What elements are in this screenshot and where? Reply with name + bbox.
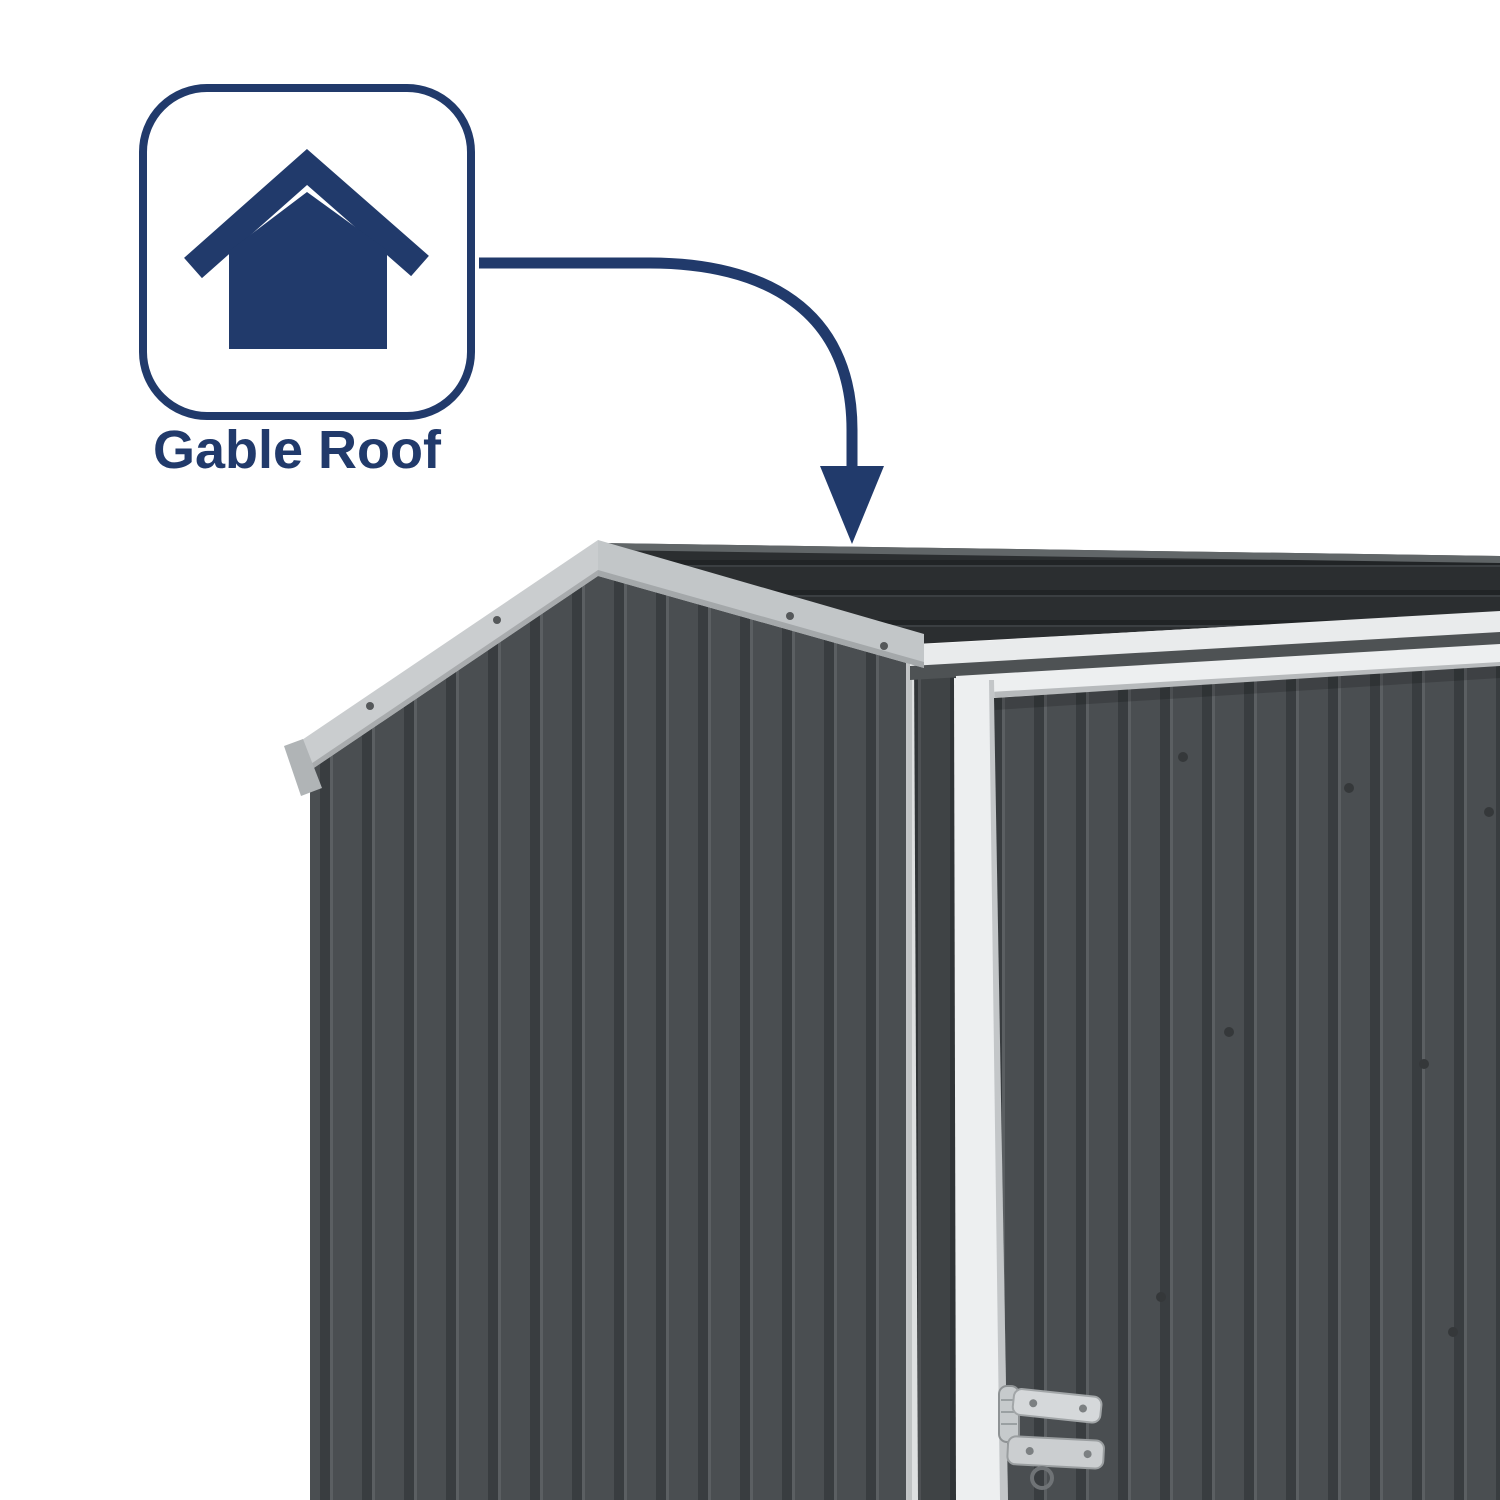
arrow-head bbox=[820, 466, 884, 544]
shed-front-wall-strip-shade bbox=[914, 652, 960, 1500]
callout-label: Gable Roof bbox=[153, 420, 442, 480]
gable-trim-end-cap bbox=[284, 739, 322, 796]
gable-trim-left bbox=[296, 540, 598, 780]
screw-dot bbox=[1224, 1027, 1234, 1037]
screw-dot bbox=[1484, 807, 1494, 817]
screw-dot bbox=[1178, 752, 1188, 762]
hinge-screw bbox=[1083, 1450, 1092, 1459]
icon-house-roof bbox=[184, 149, 429, 279]
screw-dot bbox=[1156, 1292, 1166, 1302]
gable-trim-right bbox=[598, 540, 924, 668]
hinge-ring bbox=[1030, 1466, 1054, 1490]
icon-house-body bbox=[229, 192, 387, 349]
door-hinge bbox=[998, 1385, 1105, 1490]
gable-roof-icon bbox=[139, 84, 475, 420]
screw-dot bbox=[880, 642, 888, 650]
hinge-plate-lower bbox=[1006, 1435, 1105, 1470]
gable-trim-right-edge bbox=[598, 570, 924, 668]
screw-dot bbox=[493, 616, 501, 624]
hinge-screw bbox=[1025, 1447, 1034, 1456]
gable-trim-left-edge bbox=[296, 570, 598, 780]
door-frame-stile-shadow bbox=[989, 680, 1008, 1500]
screw-dot bbox=[366, 702, 374, 710]
screw-dot bbox=[1344, 783, 1354, 793]
shed-door-top-shadow bbox=[994, 666, 1500, 710]
shed-eave-fascia bbox=[910, 611, 1500, 668]
arrow-curve bbox=[479, 257, 858, 472]
shed-illustration bbox=[284, 540, 1500, 1500]
callout-arrow bbox=[479, 257, 884, 544]
shed-side-wall bbox=[310, 560, 912, 1500]
screw-dot bbox=[1448, 1327, 1458, 1337]
hinge-plate-upper bbox=[1011, 1388, 1103, 1424]
hinge-screw bbox=[1029, 1399, 1038, 1408]
shed-corner-trim bbox=[906, 648, 918, 1500]
shed-roof-ridge bbox=[598, 543, 1500, 563]
screw-dot bbox=[1419, 1059, 1429, 1069]
shed-roof-deck bbox=[598, 543, 1500, 644]
door-frame-header-shadow bbox=[956, 662, 1500, 700]
door-frame-header bbox=[956, 644, 1500, 696]
hinge-screw bbox=[1078, 1404, 1087, 1413]
shed-door bbox=[994, 666, 1500, 1500]
shed-front-wall-strip bbox=[914, 652, 960, 1500]
screw-dot bbox=[786, 612, 794, 620]
shed-eave-fascia-shadow bbox=[910, 632, 1500, 680]
